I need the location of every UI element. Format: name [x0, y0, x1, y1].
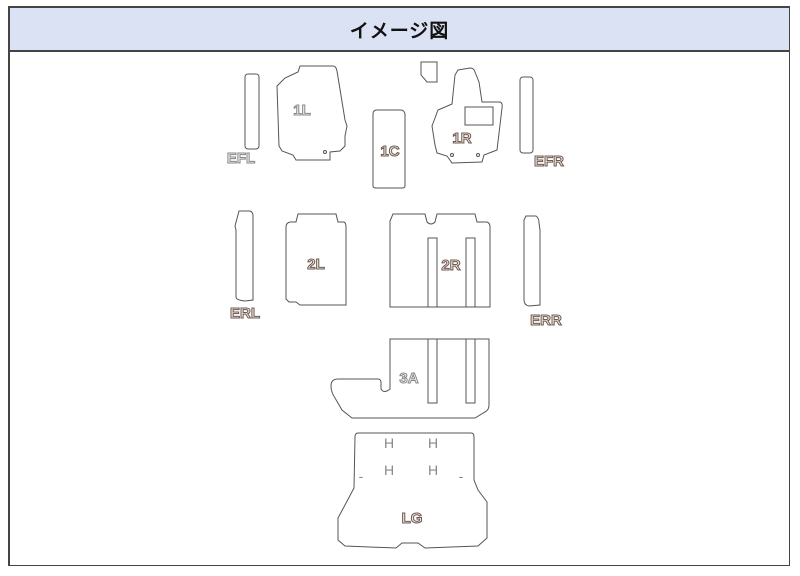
mat-2r — [389, 213, 491, 308]
mat-1c — [372, 109, 406, 189]
mat-lg — [337, 432, 488, 549]
mat-1l — [276, 65, 348, 161]
hook-mark-1: H — [384, 435, 394, 451]
mat-efl — [244, 73, 260, 150]
mat-1r-cutout — [464, 106, 494, 126]
dash-mark-right: - — [459, 468, 464, 484]
mat-efr — [519, 76, 534, 154]
image-frame: イメージ図 — [8, 6, 790, 566]
label-3a: 3A — [399, 370, 418, 387]
label-2r: 2R — [441, 257, 460, 274]
label-1l: 1L — [293, 102, 311, 119]
mat-2r-slot-left — [427, 237, 438, 308]
label-1r: 1R — [452, 130, 471, 147]
mat-2l — [285, 213, 347, 306]
label-err: ERR — [530, 312, 562, 329]
header-bar: イメージ図 — [10, 8, 789, 52]
mat-3a-slot-right — [465, 338, 476, 404]
mat-1l-hole — [323, 150, 327, 154]
label-1c: 1C — [380, 143, 399, 160]
mat-2r-slot-right — [465, 237, 476, 308]
label-efr: EFR — [534, 153, 564, 170]
hook-mark-4: H — [428, 462, 438, 478]
mat-err — [523, 215, 541, 307]
label-efl: EFL — [227, 150, 255, 167]
label-erl: ERL — [230, 305, 260, 322]
mat-1r-hole-right — [476, 153, 480, 157]
hook-mark-3: H — [384, 462, 394, 478]
mat-3a-slot-left — [427, 338, 438, 404]
mat-1r-hole-left — [450, 153, 454, 157]
label-2l: 2L — [307, 256, 325, 273]
label-lg: LG — [402, 510, 423, 527]
page-title: イメージ図 — [349, 19, 450, 42]
dash-mark-left: - — [359, 468, 364, 484]
mat-erl — [234, 210, 254, 302]
mat-small-piece — [420, 61, 438, 83]
hook-mark-2: H — [428, 435, 438, 451]
mat-3a — [330, 338, 490, 419]
